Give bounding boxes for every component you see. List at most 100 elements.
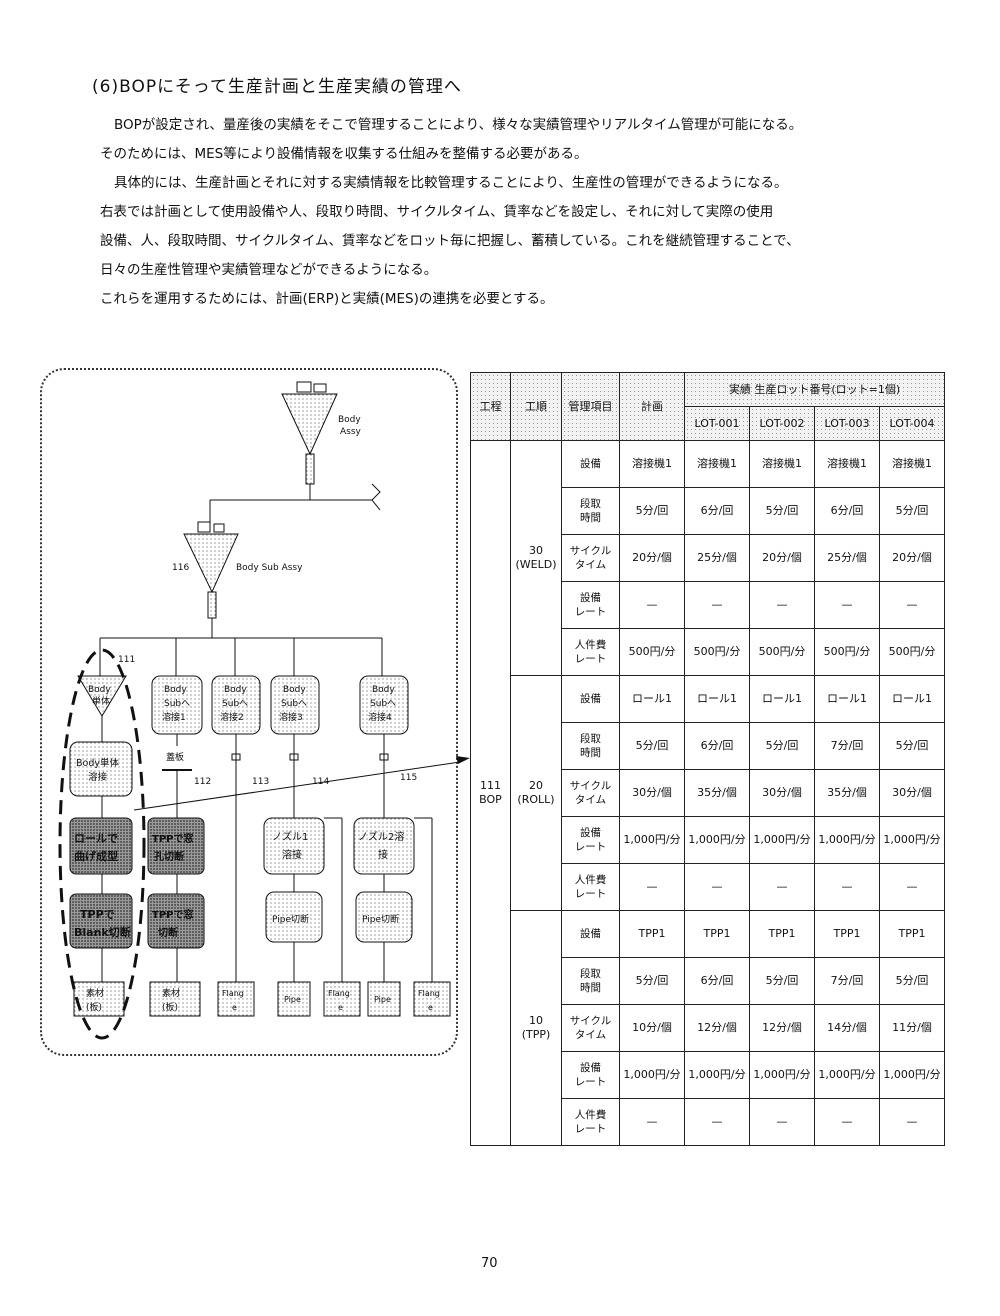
box-sub-weld-1-l3: 溶接1 [162, 711, 186, 723]
sub-assy-label: Body Sub Assy [236, 563, 303, 573]
box-body-weld-l2: 溶接 [88, 771, 108, 783]
lot-cell: — [878, 1098, 946, 1146]
material-flange-1-l1: Flang [222, 989, 244, 998]
box-sub-weld-1-l2: Subへ [164, 699, 190, 709]
lot-cell: TPP1 [878, 910, 946, 958]
paragraph-line: これらを運用するためには、計画(ERP)と実績(MES)の連携を必要とする。 [100, 291, 554, 307]
box-tpp-window-cut-l1: TPPで窓 [152, 908, 193, 921]
item-cell: 設備レート [561, 816, 620, 864]
lot-cell: 溶接機1 [878, 440, 946, 488]
box-pipe-cut-1-label: Pipe切断 [272, 913, 309, 925]
header-lot: LOT-001 [684, 406, 750, 441]
material-plate-1-l2: (板) [86, 1001, 102, 1013]
lot-cell: 溶接機1 [814, 440, 880, 488]
box-pipe-cut-2-label: Pipe切断 [362, 913, 399, 925]
lot-cell: 溶接機1 [684, 440, 750, 488]
lot-cell: 1,000円/分 [749, 816, 815, 864]
lot-cell: 5分/回 [749, 487, 815, 535]
lot-cell: ロール1 [814, 675, 880, 723]
lot-cell: — [749, 581, 815, 629]
lot-cell: 5分/回 [749, 722, 815, 770]
lot-cell: 35分/個 [684, 769, 750, 817]
lot-cell: 20分/個 [749, 534, 815, 582]
bop-table-wrap: 工程 工順 管理項目 計画 実績 生産ロット番号(ロット=1個) LOT-001… [470, 372, 946, 1148]
header-plan: 計画 [619, 372, 685, 441]
header-actual: 実績 生産ロット番号(ロット=1個) [683, 372, 946, 407]
table-row: 人件費レート————— [471, 1098, 946, 1146]
highlight-ellipse [58, 648, 146, 1040]
header-lot: LOT-002 [749, 406, 815, 441]
plan-cell: 10分/個 [619, 1004, 685, 1052]
lot-cell: 500円/分 [814, 628, 880, 676]
lot-cell: 7分/回 [814, 957, 880, 1005]
box-sub-weld-4-l2: Subへ [370, 699, 396, 709]
box-nozzle-2 [353, 817, 415, 875]
lot-cell: ロール1 [749, 675, 815, 723]
box-nozzle-2-l1: ノズル2溶 [358, 830, 404, 843]
box-tpp-window-cut-l2: 切断 [158, 926, 178, 939]
material-plate-2-l1: 素材 [162, 987, 180, 999]
lot-cell: 500円/分 [878, 628, 946, 676]
header-item: 管理項目 [561, 372, 620, 441]
body-single-cone-label: Body [88, 685, 111, 695]
lot-cell: — [684, 863, 750, 911]
box-roll-bend-l2: 曲げ成型 [74, 849, 118, 863]
paragraph-line: BOPが設定され、量産後の実績をそこで管理することにより、様々な実績管理やリアル… [114, 117, 803, 133]
step-cell: 10(TPP) [510, 910, 562, 1146]
lot-cell: 6分/回 [814, 487, 880, 535]
lot-cell: 6分/回 [684, 722, 750, 770]
box-nozzle-2-l2: 接 [378, 848, 388, 861]
lot-cell: TPP1 [684, 910, 750, 958]
plan-cell: 20分/個 [619, 534, 685, 582]
lot-cell: 1,000円/分 [684, 1051, 750, 1099]
box-nozzle-1-l1: ノズル1 [272, 830, 308, 843]
plan-cell: ロール1 [619, 675, 685, 723]
lot-cell: 25分/個 [814, 534, 880, 582]
link-arrow-head [456, 756, 470, 764]
bop-table: 工程 工順 管理項目 計画 実績 生産ロット番号(ロット=1個) LOT-001… [470, 372, 946, 1146]
item-cell: 設備 [561, 675, 620, 723]
box-sub-weld-3-l1: Body [283, 685, 306, 695]
plan-cell: — [619, 863, 685, 911]
paragraph-line: 右表では計画として使用設備や人、段取り時間、サイクルタイム、賃率などを設定し、そ… [100, 204, 774, 220]
plan-cell: 30分/個 [619, 769, 685, 817]
lot-cell: 5分/回 [878, 957, 946, 1005]
plan-cell: 溶接機1 [619, 440, 685, 488]
lot-cell: — [749, 1098, 815, 1146]
lot-cell: 20分/個 [878, 534, 946, 582]
material-flange-2-l2: e [338, 1003, 343, 1012]
lot-cell: 1,000円/分 [749, 1051, 815, 1099]
header-lot: LOT-003 [814, 406, 880, 441]
plan-cell: 1,000円/分 [619, 1051, 685, 1099]
lot-cell: — [814, 581, 880, 629]
material-plate-2 [149, 981, 201, 1017]
paragraph-line: 具体的には、生産計画とそれに対する実績情報を比較管理することにより、生産性の管理… [114, 175, 788, 191]
box-sub-weld-4-l3: 溶接4 [368, 711, 392, 723]
box-tpp-blank [69, 893, 133, 949]
lot-cell: 1,000円/分 [814, 1051, 880, 1099]
box-sub-weld-1-l1: Body [164, 685, 187, 695]
box-sub-weld-2-l2: Subへ [222, 699, 248, 709]
plan-cell: 5分/回 [619, 722, 685, 770]
paragraph-line: 設備、人、段取時間、サイクルタイム、賃率などをロット毎に把握し、蓄積している。こ… [100, 233, 800, 249]
box-sub-weld-4-l1: Body [372, 685, 395, 695]
box-nozzle-1-l2: 溶接 [282, 848, 302, 861]
header-step: 工順 [510, 372, 562, 441]
lot-cell: TPP1 [749, 910, 815, 958]
page-number: 70 [481, 1256, 498, 1271]
header-lot: LOT-004 [878, 406, 946, 441]
item-cell: サイクルタイム [561, 769, 620, 817]
header-process: 工程 [470, 372, 511, 441]
plan-cell: — [619, 1098, 685, 1146]
item-cell: 設備 [561, 910, 620, 958]
lot-cell: 11分/個 [878, 1004, 946, 1052]
